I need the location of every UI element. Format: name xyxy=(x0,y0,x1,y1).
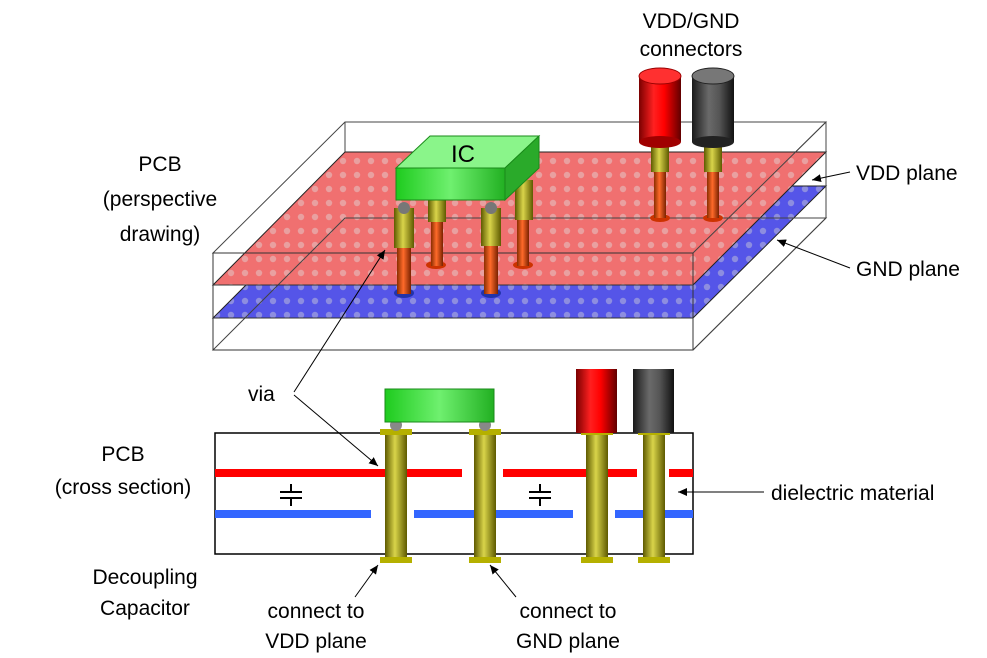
connect-gnd-label-line2: GND plane xyxy=(516,630,620,653)
connectors-label-line2: connectors xyxy=(640,38,743,61)
connector-vias xyxy=(650,140,723,222)
gnd-plane-label: GND plane xyxy=(856,258,960,281)
pcb-cross-label-line2: (cross section) xyxy=(55,476,192,499)
pcb-perspective-label-line1: PCB xyxy=(138,153,181,176)
connectors-label-line1: VDD/GND xyxy=(643,10,740,33)
connect-vdd-label-line2: VDD plane xyxy=(265,630,367,653)
vdd-connector-perspective xyxy=(638,67,682,148)
capacitor-symbol-2 xyxy=(529,484,551,506)
capacitor-symbol-1 xyxy=(280,484,302,506)
gnd-connector-perspective xyxy=(691,67,735,148)
gnd-trace-1 xyxy=(215,510,371,518)
connect-gnd-label-line1: connect to xyxy=(520,600,617,623)
decoupling-label-line1: Decoupling xyxy=(92,566,197,589)
pcb-perspective-label-line2: (perspective xyxy=(103,188,217,211)
vdd-connector-cross-section xyxy=(576,369,617,433)
pcb-cross-label-line1: PCB xyxy=(101,443,144,466)
dielectric-label: dielectric material xyxy=(771,482,934,505)
vdd-plane-label: VDD plane xyxy=(856,162,958,185)
vdd-trace-1 xyxy=(215,469,462,477)
via-label: via xyxy=(248,383,275,406)
pcb-perspective-label-line3: drawing) xyxy=(120,223,201,246)
ic-label: IC xyxy=(451,141,475,168)
ic-chip-cross-section xyxy=(384,388,495,431)
leader-arrows xyxy=(293,171,851,598)
pcb-perspective: IC xyxy=(211,67,828,351)
connect-vdd-label-line1: connect to xyxy=(268,600,365,623)
ic-chip-perspective: IC xyxy=(394,134,541,202)
gnd-connector-cross-section xyxy=(633,369,674,433)
vdd-trace-2 xyxy=(503,469,637,477)
vdd-trace-3 xyxy=(669,469,693,477)
cross-section-board xyxy=(214,432,694,555)
pcb-front-face xyxy=(212,252,694,351)
pcb-cross-section xyxy=(214,369,694,563)
cross-section-vias xyxy=(380,429,670,563)
decoupling-label-line2: Capacitor xyxy=(100,597,190,620)
perspective-vias xyxy=(394,180,533,298)
